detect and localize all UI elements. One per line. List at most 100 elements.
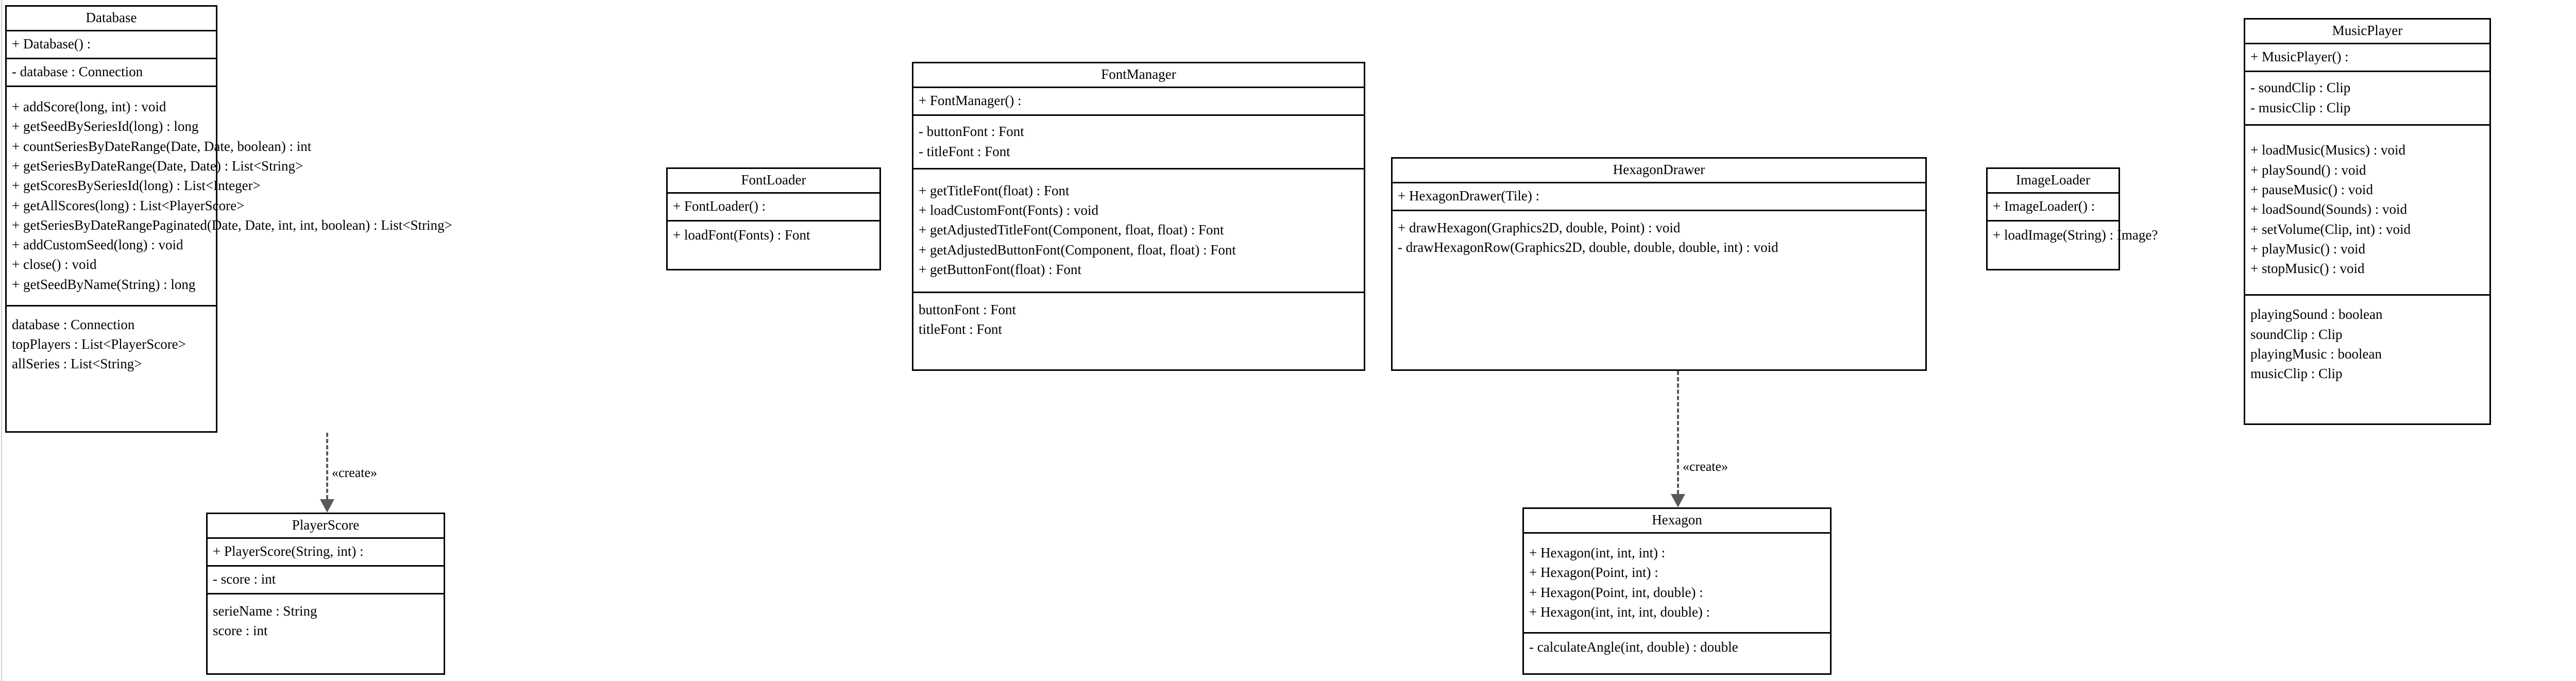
uml-member-operations: + getSeriesByDateRangePaginated(Date, Da… (12, 217, 452, 233)
uml-compartment-attributes: - soundClip : Clip - musicClip : Clip (2245, 72, 2489, 126)
dependency-dashed-line (326, 433, 328, 499)
uml-member-operations: + loadFont(Fonts) : Font (673, 227, 810, 243)
uml-compartment-attributes: - database : Connection (7, 59, 216, 87)
uml-member-operations: + getAdjustedTitleFont(Component, float,… (919, 222, 1224, 238)
uml-class-title: PlayerScore (292, 517, 360, 533)
uml-compartment-title: FontManager (913, 63, 1364, 88)
uml-compartment-title: Hexagon (1524, 509, 1830, 534)
uml-member-constructors: + FontManager() : (919, 93, 1022, 109)
uml-member-properties: titleFont : Font (919, 321, 1003, 337)
uml-class-title: FontLoader (741, 172, 806, 188)
uml-member-operations: + loadSound(Sounds) : void (2250, 201, 2407, 217)
uml-compartment-properties: serieName : String score : int (208, 594, 444, 648)
uml-class-imageloader[interactable]: ImageLoader + ImageLoader() : + loadImage(… (1986, 167, 2158, 270)
uml-compartment-properties: playingSound : boolean soundClip : Clip pl… (2245, 296, 2489, 394)
uml-class-hexagondrawer[interactable]: HexagonDrawer + HexagonDrawer(Tile) : + dr… (1391, 157, 1927, 371)
uml-compartment-title: ImageLoader (1988, 169, 2119, 194)
uml-member-operations: + getTitleFont(float) : Font (919, 182, 1070, 198)
uml-compartment-constructors: + FontManager() : (913, 88, 1364, 116)
uml-member-operations: + getAllScores(long) : List<PlayerScore> (12, 197, 245, 213)
uml-class-title: Database (86, 9, 137, 25)
uml-member-properties: playingSound : boolean (2250, 307, 2383, 322)
uml-compartment-constructors: + Database() : (7, 31, 216, 59)
uml-member-attributes: - database : Connection (12, 64, 143, 80)
uml-member-operations: + getButtonFont(float) : Font (919, 261, 1081, 277)
uml-compartment-title: Database (7, 7, 216, 31)
uml-member-operations: + getScoresBySeriesId(long) : List<Integ… (12, 178, 261, 194)
uml-member-operations: + loadMusic(Musics) : void (2250, 142, 2405, 158)
uml-member-attributes: - buttonFont : Font (919, 124, 1024, 140)
uml-class-title: FontManager (1101, 66, 1176, 82)
uml-member-constructors: + Hexagon(int, int, int, double) : (1529, 604, 1710, 620)
uml-compartment-constructors: + PlayerScore(String, int) : (208, 539, 444, 567)
uml-compartment-operations: + loadMusic(Musics) : void+ playSound() … (2245, 126, 2489, 296)
uml-member-constructors: + Database() : (12, 36, 91, 52)
uml-member-properties: musicClip : Clip (2250, 366, 2343, 382)
uml-member-operations: + getAdjustedButtonFont(Component, float… (919, 242, 1236, 258)
uml-member-properties: database : Connection (12, 316, 135, 332)
uml-compartment-title: MusicPlayer (2245, 20, 2489, 44)
uml-compartment-constructors: + HexagonDrawer(Tile) : (1393, 183, 1925, 211)
uml-member-constructors: + ImageLoader() : (1993, 198, 2095, 214)
uml-compartment-title: HexagonDrawer (1393, 159, 1925, 183)
uml-member-operations: - drawHexagonRow(Graphics2D, double, dou… (1398, 240, 1778, 255)
page-edge-rule-0 (1, 0, 2, 681)
uml-compartment-operations: + drawHexagon(Graphics2D, double, Point)… (1393, 211, 1925, 265)
uml-compartment-operations: + loadImage(String) : Image? (1988, 222, 2158, 249)
uml-compartment-constructors: + ImageLoader() : (1988, 194, 2119, 222)
uml-member-operations: + close() : void (12, 257, 97, 273)
uml-class-title: ImageLoader (2016, 172, 2090, 188)
uml-member-constructors: + FontLoader() : (673, 198, 766, 214)
uml-compartment-constructors: + MusicPlayer() : (2245, 44, 2489, 72)
uml-compartment-title: FontLoader (668, 169, 879, 194)
uml-compartment-operations: - calculateAngle(int, double) : double (1524, 634, 1830, 661)
uml-member-operations: + getSeriesByDateRange(Date, Date) : Lis… (12, 158, 303, 174)
uml-class-title: MusicPlayer (2332, 22, 2403, 38)
uml-member-operations: + setVolume(Clip, int) : void (2250, 221, 2411, 237)
uml-compartment-operations: + loadFont(Fonts) : Font (668, 222, 879, 249)
uml-member-properties: playingMusic : boolean (2250, 346, 2382, 362)
uml-member-constructors: + MusicPlayer() : (2250, 49, 2349, 65)
uml-member-operations: + getSeedByName(String) : long (12, 276, 196, 292)
uml-class-title: Hexagon (1652, 512, 1702, 527)
uml-compartment-title: PlayerScore (208, 514, 444, 539)
uml-member-attributes: - musicClip : Clip (2250, 99, 2351, 115)
uml-compartment-constructors: + Hexagon(int, int, int) :+ Hexagon(Poin… (1524, 534, 1830, 634)
uml-class-hexagon[interactable]: Hexagon + Hexagon(int, int, int) :+ Hexag… (1522, 507, 1832, 675)
uml-compartment-attributes: - buttonFont : Font- titleFont : Font (913, 116, 1364, 169)
uml-member-constructors: + PlayerScore(String, int) : (213, 543, 364, 559)
uml-member-properties: topPlayers : List<PlayerScore> (12, 336, 186, 352)
uml-class-title: HexagonDrawer (1613, 161, 1705, 177)
uml-member-operations: + addCustomSeed(long) : void (12, 237, 183, 253)
uml-member-operations: + loadCustomFont(Fonts) : void (919, 202, 1099, 218)
uml-class-database[interactable]: Database + Database() : - database : Conne… (5, 5, 452, 433)
uml-compartment-properties: database : Connection topPlayers : List<P… (7, 307, 216, 383)
uml-member-operations: + stopMusic() : void (2250, 261, 2365, 277)
dependency-arrowhead-icon (320, 499, 334, 513)
uml-member-properties: buttonFont : Font (919, 301, 1016, 317)
uml-compartment-operations: + getTitleFont(float) : Font + loadCustom… (913, 169, 1364, 293)
uml-member-properties: soundClip : Clip (2250, 326, 2343, 342)
dependency-dashed-line (1677, 371, 1679, 494)
uml-member-attributes: - soundClip : Clip (2250, 80, 2351, 96)
uml-member-constructors: + Hexagon(Point, int) : (1529, 565, 1658, 581)
uml-class-fontmanager[interactable]: FontManager + FontManager() : - buttonFont… (912, 62, 1365, 371)
uml-member-properties: allSeries : List<String> (12, 356, 142, 372)
uml-member-operations: - calculateAngle(int, double) : double (1529, 639, 1738, 655)
uml-member-operations: + drawHexagon(Graphics2D, double, Point)… (1398, 219, 1681, 235)
uml-member-constructors: + Hexagon(Point, int, double) : (1529, 584, 1703, 600)
uml-member-properties: serieName : String (213, 603, 317, 619)
uml-member-properties: score : int (213, 623, 268, 638)
uml-member-constructors: + HexagonDrawer(Tile) : (1398, 188, 1540, 204)
uml-class-playerscore[interactable]: PlayerScore + PlayerScore(String, int) : -… (206, 513, 445, 675)
uml-member-attributes: - score : int (213, 571, 276, 587)
uml-compartment-operations: + addScore(long, int) : void+ getSeedByS… (7, 87, 452, 307)
dependency-arrowhead-icon (1671, 494, 1685, 507)
uml-compartment-attributes: - score : int (208, 567, 444, 594)
uml-member-operations: + getSeedBySeriesId(long) : long (12, 118, 199, 134)
uml-class-musicplayer[interactable]: MusicPlayer + MusicPlayer() : - soundClip … (2244, 18, 2491, 425)
uml-class-fontloader[interactable]: FontLoader + FontLoader() : + loadFont(Fon… (666, 167, 881, 270)
uml-member-operations: + playMusic() : void (2250, 241, 2365, 257)
uml-member-operations: + pauseMusic() : void (2250, 182, 2373, 197)
